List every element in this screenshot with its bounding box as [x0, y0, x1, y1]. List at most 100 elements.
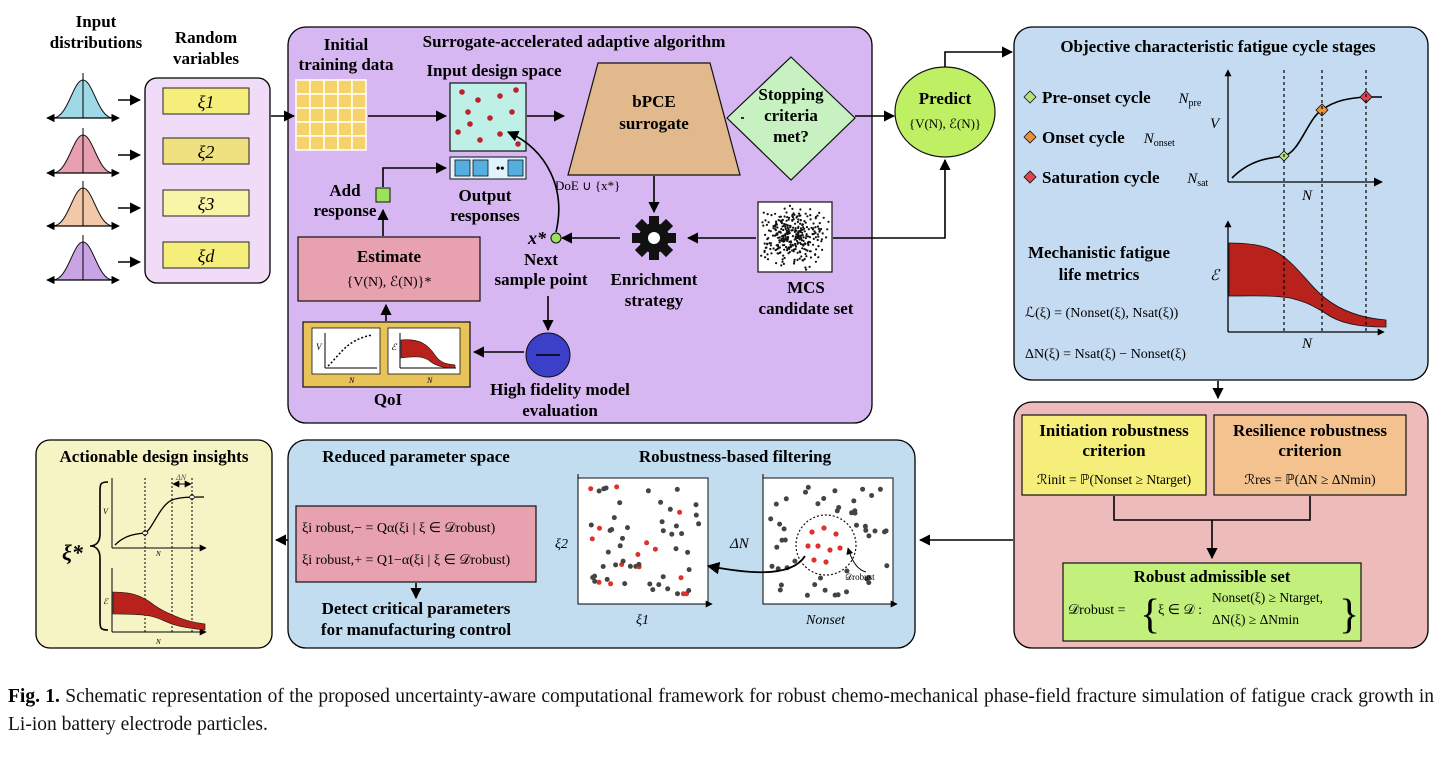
mcs-sample: [789, 240, 792, 243]
design-point: [455, 129, 461, 135]
mcs-sample: [814, 253, 817, 256]
mcs-sample: [787, 231, 790, 234]
scatter-point: [822, 587, 828, 593]
mcs-sample: [786, 224, 789, 227]
delta-n-axis: ΔN: [729, 536, 750, 552]
scatter-point: [844, 589, 849, 595]
mcs-sample: [810, 226, 813, 229]
mcs-sample: [779, 251, 782, 254]
svg-text:••: ••: [496, 161, 504, 175]
svg-text:N: N: [1301, 188, 1313, 204]
svg-text:{: {: [1140, 592, 1160, 638]
mcs-sample: [788, 204, 792, 207]
svg-text:ℰ: ℰ: [103, 597, 109, 606]
mcs-sample: [784, 245, 788, 249]
mcs-sample: [818, 222, 821, 225]
mcs-sample: [796, 235, 800, 238]
scatter-point: [866, 533, 872, 539]
metrics-title-2: life metrics: [1059, 265, 1140, 284]
mcs-sample: [775, 232, 778, 235]
mcs-sample: [781, 225, 784, 228]
mcs-sample: [821, 248, 824, 251]
mcs-sample: [783, 256, 786, 260]
scatter-point: [851, 498, 857, 504]
design-point: [475, 97, 481, 103]
stages-title: Objective characteristic fatigue cycle s…: [1060, 37, 1376, 56]
mcs-sample: [812, 222, 815, 225]
scatter-point: [781, 526, 787, 532]
enrichment-title: Enrichment: [611, 270, 698, 289]
scatter-point: [592, 578, 598, 584]
mcs-sample: [776, 226, 779, 229]
scatter-point: [693, 512, 699, 518]
scatter-point: [644, 540, 650, 546]
estimate-box: Estimate {V(N), ℰ(N)}*: [297, 236, 481, 302]
mcs-sample: [805, 255, 808, 258]
mcs-sample: [780, 239, 783, 242]
mcs-sample: [808, 236, 812, 239]
scatter-point: [803, 489, 808, 495]
scatter-point: [669, 531, 675, 537]
scatter-point: [645, 488, 651, 494]
mcs-sample: [799, 229, 802, 232]
mcs-sample: [804, 212, 807, 215]
mcs-sample: [821, 232, 824, 235]
scatter-point: [620, 558, 626, 564]
scatter-point: [660, 574, 666, 580]
mcs-sample: [792, 226, 795, 229]
scatter-point: [768, 516, 774, 522]
mcs-sample: [766, 238, 769, 241]
mcs-sample: [770, 214, 773, 217]
scatter-point: [617, 543, 623, 549]
d-robust-region: [795, 514, 857, 576]
mcs-sample: [764, 256, 767, 259]
mcs-sample: [814, 231, 817, 234]
initiation-criterion-box: Initiation robustness criterion ℛinit = …: [1021, 414, 1207, 496]
mcs-sample: [794, 244, 797, 247]
scatter-point: [604, 576, 610, 582]
initial-data-title-2: training data: [299, 55, 394, 74]
add-response-title-2: response: [314, 201, 377, 220]
scatter-point: [673, 546, 679, 552]
scatter-point: [659, 519, 665, 525]
mcs-sample: [783, 248, 786, 251]
scatter-point: [860, 486, 866, 492]
scatter-point: [883, 528, 889, 534]
mcs-sample: [784, 227, 787, 231]
svg-text:ΔN: ΔN: [175, 473, 187, 482]
stages-e-plot: ℰ N: [1210, 220, 1387, 352]
robust-point: [823, 559, 829, 565]
scatter-point: [818, 575, 823, 581]
mcs-sample: [784, 223, 788, 226]
mcs-sample: [786, 216, 789, 219]
mcs-sample: [797, 226, 800, 230]
mcs-sample: [782, 254, 785, 257]
mcs-sample: [786, 239, 789, 242]
next-sample-title-2: sample point: [494, 270, 587, 289]
svg-text:Robust admissible set: Robust admissible set: [1134, 567, 1291, 586]
mcs-sample: [765, 223, 769, 226]
svg-text:N: N: [348, 376, 355, 385]
svg-text:Pre-onset cycle: Pre-onset cycle: [1042, 88, 1151, 107]
scatter-point: [779, 537, 785, 543]
mcs-sample: [783, 207, 786, 210]
scatter-point: [804, 592, 810, 598]
mcs-sample: [797, 233, 800, 236]
mcs-sample: [779, 230, 782, 233]
mcs-sample: [763, 250, 766, 254]
design-point: [513, 87, 519, 93]
scatter-point: [677, 509, 683, 515]
svg-text:met?: met?: [773, 127, 809, 146]
scatter-point: [836, 505, 842, 510]
mcs-sample: [774, 225, 777, 228]
rv-box-1: ξ1: [162, 87, 250, 115]
mcs-sample: [780, 227, 783, 231]
scatter-point: [805, 484, 811, 490]
random-variables-title-2: variables: [173, 49, 239, 68]
mcs-sample: [818, 211, 821, 214]
mcs-sample: [766, 243, 769, 246]
scatter-point: [603, 485, 609, 491]
x-star-label: x*: [527, 228, 547, 248]
robust-point: [811, 557, 817, 563]
robust-point: [827, 547, 833, 553]
